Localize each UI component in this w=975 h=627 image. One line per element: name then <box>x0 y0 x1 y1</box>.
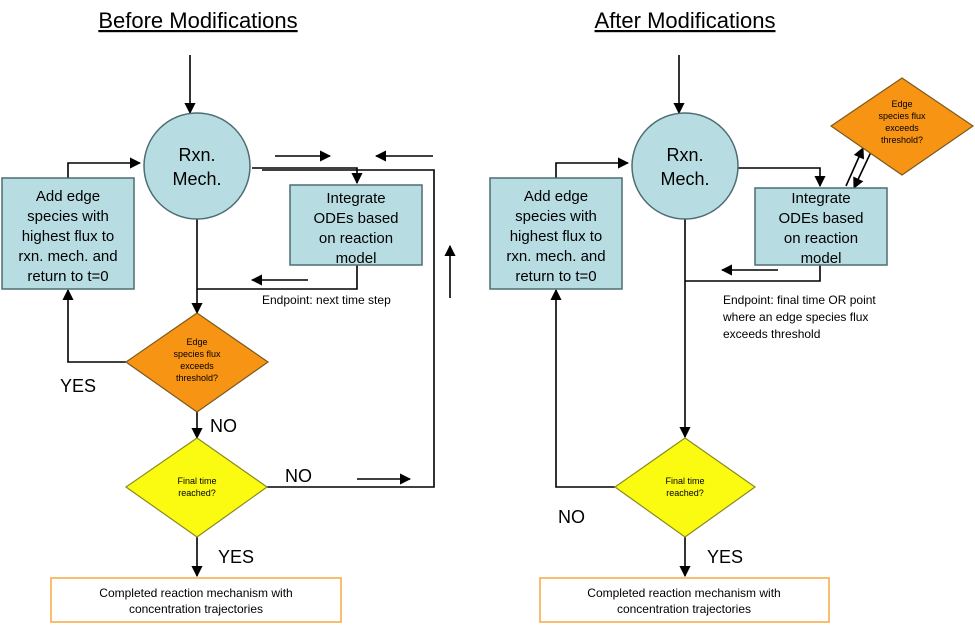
after-endpoint-line3: exceeds threshold <box>723 327 820 341</box>
after-integrate-line1: Integrate <box>791 190 850 207</box>
before-flux-decision: Edge species flux exceeds threshold? <box>124 312 270 413</box>
after-final-line1: Final time <box>665 476 704 486</box>
before-connectors <box>62 55 456 578</box>
before-result-line1: Completed reaction mechanism with <box>99 586 292 600</box>
before-add-line3: highest flux to <box>22 228 115 245</box>
after-flux-decision: Edge species flux exceeds threshold? <box>829 77 975 176</box>
before-no-final: NO <box>285 466 312 486</box>
after-rxn-mech-line2: Mech. <box>660 169 709 189</box>
after-endpoint-line1: Endpoint: final time OR point <box>723 293 876 307</box>
after-flux-line2: species flux <box>878 111 926 121</box>
before-flux-line3: exceeds <box>180 361 214 371</box>
before-yes-flux: YES <box>60 376 96 396</box>
before-integrate-line2: ODEs based <box>313 210 398 227</box>
before-rxn-mech-line2: Mech. <box>172 169 221 189</box>
after-add-line4: rxn. mech. and <box>506 248 605 265</box>
after-add-line3: highest flux to <box>510 228 603 245</box>
after-flux-line4: threshold? <box>881 135 923 145</box>
before-flux-line4: threshold? <box>176 373 218 383</box>
after-connectors <box>550 55 872 578</box>
before-flux-line2: species flux <box>173 349 221 359</box>
after-result-line1: Completed reaction mechanism with <box>587 586 780 600</box>
before-integrate-box: Integrate ODEs based on reaction model <box>289 184 423 267</box>
after-integrate-line4: model <box>801 250 842 267</box>
before-add-line2: species with <box>27 208 109 225</box>
after-result-box: Completed reaction mechanism with concen… <box>539 577 830 623</box>
after-add-species-box: Add edge species with highest flux to rx… <box>489 177 623 290</box>
after-flux-line3: exceeds <box>885 123 919 133</box>
before-final-decision: Final time reached? <box>124 437 269 538</box>
before-rxn-mech-node: Rxn. Mech. <box>143 112 251 220</box>
before-final-line1: Final time <box>177 476 216 486</box>
before-yes-final: YES <box>218 547 254 567</box>
before-integrate-line1: Integrate <box>326 190 385 207</box>
after-title: After Modifications <box>595 8 776 33</box>
before-flux-line1: Edge <box>186 337 207 347</box>
before-integrate-line3: on reaction <box>319 230 393 247</box>
after-integrate-line3: on reaction <box>784 230 858 247</box>
before-endpoint-label: Endpoint: next time step <box>262 293 391 307</box>
before-result-box: Completed reaction mechanism with concen… <box>50 577 342 623</box>
after-integrate-line2: ODEs based <box>778 210 863 227</box>
before-final-line2: reached? <box>178 488 216 498</box>
after-yes-final: YES <box>707 547 743 567</box>
after-final-line2: reached? <box>666 488 704 498</box>
before-add-line1: Add edge <box>36 188 100 205</box>
before-result-line2: concentration trajectories <box>129 602 263 616</box>
after-no-final: NO <box>558 507 585 527</box>
after-integrate-box: Integrate ODEs based on reaction model <box>754 187 888 267</box>
after-add-line1: Add edge <box>524 188 588 205</box>
after-flux-line1: Edge <box>891 99 912 109</box>
before-title: Before Modifications <box>98 8 297 33</box>
after-rxn-mech-node: Rxn. Mech. <box>631 112 739 220</box>
after-add-line2: species with <box>515 208 597 225</box>
before-integrate-line4: model <box>336 250 377 267</box>
before-add-line4: rxn. mech. and <box>18 248 117 265</box>
after-add-line5: return to t=0 <box>515 268 596 285</box>
after-endpoint-line2: where an edge species flux <box>722 310 868 324</box>
before-no-flux: NO <box>210 416 237 436</box>
before-add-line5: return to t=0 <box>27 268 108 285</box>
before-add-species-box: Add edge species with highest flux to rx… <box>1 177 135 290</box>
before-rxn-mech-line1: Rxn. <box>178 145 215 165</box>
after-final-decision: Final time reached? <box>613 437 757 538</box>
after-rxn-mech-line1: Rxn. <box>666 145 703 165</box>
after-result-line2: concentration trajectories <box>617 602 751 616</box>
